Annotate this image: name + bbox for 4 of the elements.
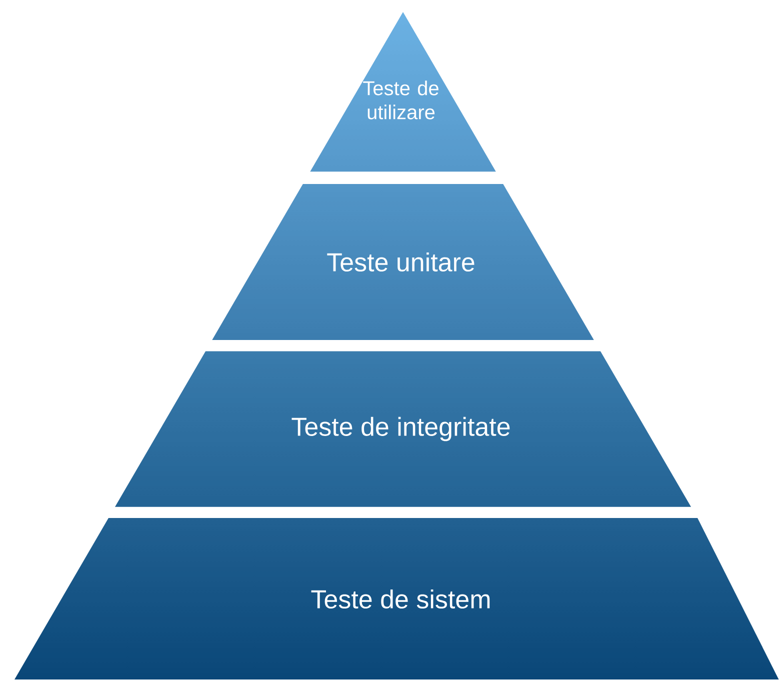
pyramid-level: Teste de integritate <box>292 416 510 442</box>
pyramid-level: Teste de sistem <box>311 589 490 609</box>
pyramid-level: Teste de utilizare <box>363 80 438 120</box>
pyramid-level: Teste unitare <box>327 252 474 272</box>
